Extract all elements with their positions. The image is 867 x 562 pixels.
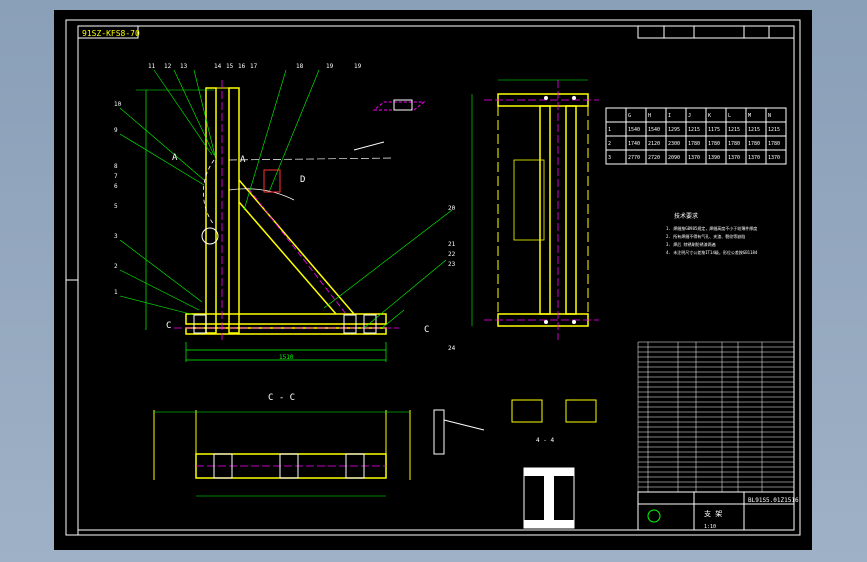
param-cell-text: 1215 bbox=[748, 127, 760, 133]
param-cell-text: 1540 bbox=[648, 127, 660, 133]
param-cell bbox=[765, 149, 787, 165]
param-cell-text: 1295 bbox=[668, 127, 680, 133]
param-cell-text: 1780 bbox=[708, 141, 720, 147]
section-44-label: 4 - 4 bbox=[536, 437, 554, 444]
left-balloons: 10 9 8 7 6 5 3 2 1 bbox=[114, 101, 122, 296]
param-cell-text: 1540 bbox=[628, 127, 640, 133]
cc-view bbox=[153, 410, 411, 497]
svg-text:17: 17 bbox=[250, 63, 258, 70]
label-a: A bbox=[172, 153, 178, 163]
param-cell-text: I bbox=[668, 113, 671, 119]
tech-notes: 技术要求 1. 焊缝按GB985规定，焊缝高度不小于较薄件厚度 2. 所有焊缝不… bbox=[666, 212, 758, 255]
param-cell-text: 2300 bbox=[668, 141, 680, 147]
title-block: 支 架 BL91S5.01Z1516 1:10 bbox=[637, 491, 799, 531]
label-c-left: C bbox=[166, 321, 171, 331]
param-cell-text: L bbox=[728, 113, 731, 119]
front-view: 1510 bbox=[119, 69, 453, 362]
param-cell-text: 1370 bbox=[728, 155, 740, 161]
svg-text:6: 6 bbox=[114, 183, 118, 190]
top-balloons: 11 12 13 14 15 16 17 18 19 19 bbox=[148, 63, 362, 70]
svg-text:13: 13 bbox=[180, 63, 188, 70]
param-cell-text: 1780 bbox=[768, 141, 780, 147]
param-cell-text: K bbox=[708, 113, 711, 119]
param-table: G H I J K L M N 1 1540 1540 1295 1215 1175 1215 1215 121… bbox=[605, 107, 787, 165]
param-cell-text: 1215 bbox=[768, 127, 780, 133]
param-cell-text: 3 bbox=[608, 155, 611, 161]
svg-text:11: 11 bbox=[148, 63, 156, 70]
header-strip bbox=[637, 25, 795, 39]
svg-text:3: 3 bbox=[114, 233, 118, 240]
param-cell bbox=[605, 107, 627, 123]
svg-text:24: 24 bbox=[448, 345, 456, 352]
svg-text:19: 19 bbox=[354, 63, 362, 70]
svg-text:12: 12 bbox=[164, 63, 172, 70]
svg-text:16: 16 bbox=[238, 63, 246, 70]
param-cell-text: 2770 bbox=[628, 155, 640, 161]
param-cell-text: 1740 bbox=[628, 141, 640, 147]
svg-text:21: 21 bbox=[448, 241, 456, 248]
param-cell-text: 1780 bbox=[688, 141, 700, 147]
svg-text:19: 19 bbox=[326, 63, 334, 70]
cad-viewport[interactable]: 91SZ-KFS8-70 bbox=[54, 10, 812, 550]
svg-text:2. 所有焊缝不得有气孔、夹渣、裂纹等缺陷: 2. 所有焊缝不得有气孔、夹渣、裂纹等缺陷 bbox=[666, 233, 745, 239]
svg-text:3. 焊后 除锈刷防锈漆两遍: 3. 焊后 除锈刷防锈漆两遍 bbox=[666, 241, 716, 247]
param-cell-text: 1390 bbox=[708, 155, 720, 161]
section-44 bbox=[523, 467, 575, 529]
svg-text:14: 14 bbox=[214, 63, 222, 70]
sheet-frame bbox=[65, 19, 801, 536]
svg-text:1. 焊缝按GB985规定，焊缝高度不小于较薄件厚度: 1. 焊缝按GB985规定，焊缝高度不小于较薄件厚度 bbox=[666, 225, 757, 231]
param-cell-text: 1215 bbox=[688, 127, 700, 133]
param-cell-text: G bbox=[628, 113, 631, 119]
view-label-cc: C - C bbox=[268, 393, 295, 403]
param-cell-text: M bbox=[748, 113, 751, 119]
svg-text:10: 10 bbox=[114, 101, 122, 108]
param-cell-text: 2120 bbox=[648, 141, 660, 147]
param-cell-text: H bbox=[648, 113, 651, 119]
param-cell-text: 1 bbox=[608, 127, 611, 133]
bom-table bbox=[637, 341, 795, 493]
param-cell-text: 1370 bbox=[688, 155, 700, 161]
svg-text:1: 1 bbox=[114, 289, 118, 296]
tech-notes-title: 技术要求 bbox=[674, 212, 698, 220]
title-block-scale: 1:10 bbox=[704, 524, 716, 530]
param-cell-text: 1780 bbox=[748, 141, 760, 147]
label-d: D bbox=[300, 175, 305, 185]
svg-text:7: 7 bbox=[114, 173, 118, 180]
detail-small-1 bbox=[433, 399, 597, 455]
param-cell-text: 1215 bbox=[728, 127, 740, 133]
side-view bbox=[471, 79, 599, 340]
param-cell-text: 1175 bbox=[708, 127, 720, 133]
left-edge-strip bbox=[65, 279, 79, 536]
svg-text:5: 5 bbox=[114, 203, 118, 210]
corner-code: 91SZ-KFS8-70 bbox=[82, 29, 140, 38]
right-balloons: 20 21 22 23 24 bbox=[448, 205, 456, 352]
svg-text:8: 8 bbox=[114, 163, 118, 170]
svg-text:22: 22 bbox=[448, 251, 456, 258]
inner-frame bbox=[77, 25, 795, 531]
dim-main-width: 1510 bbox=[279, 354, 294, 361]
label-a-right: A bbox=[240, 155, 246, 165]
svg-text:23: 23 bbox=[448, 261, 456, 268]
param-cell-text: 1370 bbox=[768, 155, 780, 161]
label-c-right: C bbox=[424, 325, 429, 335]
code-box bbox=[77, 25, 139, 39]
param-cell-text: 1780 bbox=[728, 141, 740, 147]
param-cell-text: J bbox=[688, 113, 691, 119]
top-detail bbox=[353, 99, 426, 151]
svg-text:4. 未注明尺寸公差按IT14级，形位公差按GB1184: 4. 未注明尺寸公差按IT14级，形位公差按GB1184 bbox=[666, 249, 758, 255]
param-cell-text: N bbox=[768, 113, 771, 119]
svg-text:18: 18 bbox=[296, 63, 304, 70]
svg-text:20: 20 bbox=[448, 205, 456, 212]
param-cell-text: 2720 bbox=[648, 155, 660, 161]
param-cell-text: 2 bbox=[608, 141, 611, 147]
drawing-canvas: 91SZ-KFS8-70 bbox=[65, 19, 801, 536]
param-cell-text: 2090 bbox=[668, 155, 680, 161]
title-block-number: BL91S5.01Z1516 bbox=[748, 497, 799, 504]
svg-text:15: 15 bbox=[226, 63, 234, 70]
svg-text:9: 9 bbox=[114, 127, 118, 134]
param-cell-text: 1370 bbox=[748, 155, 760, 161]
svg-text:2: 2 bbox=[114, 263, 118, 270]
title-block-title: 支 架 bbox=[704, 509, 722, 518]
